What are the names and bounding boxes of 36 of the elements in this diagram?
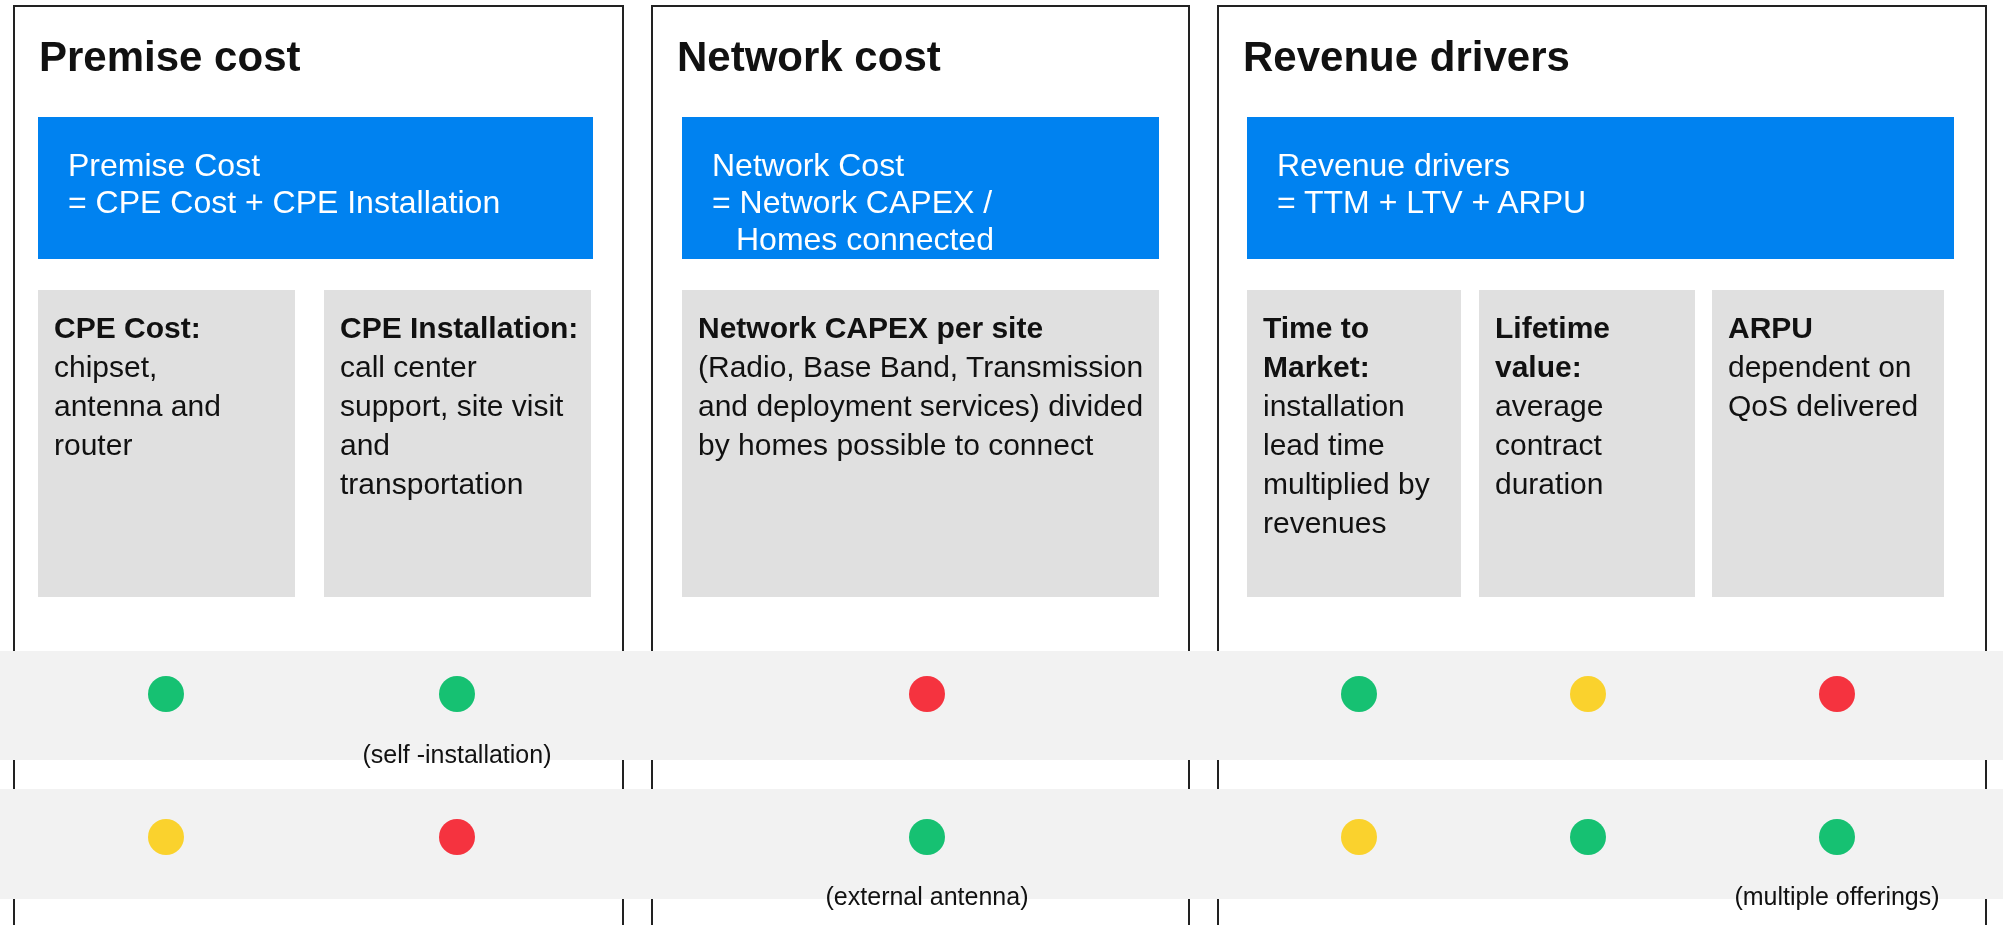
formula-text: = TTM + LTV + ARPU — [1277, 183, 1588, 221]
panel-title: Revenue drivers — [1243, 33, 1570, 81]
description-text: average contract duration — [1495, 388, 1605, 502]
description-box — [1247, 290, 1461, 597]
description-box — [682, 290, 1159, 597]
formula-box — [38, 117, 593, 259]
description-box — [1479, 290, 1695, 597]
description-text: call center support, site visit and transportation — [340, 349, 565, 502]
dot-caption: (multiple offerings) — [1734, 882, 1940, 911]
description-heading: ARPU — [1728, 310, 1814, 346]
description-heading: CPE Installation: — [340, 310, 580, 346]
description-text: chipset, antenna and router — [54, 349, 222, 463]
formula-heading: Premise Cost — [68, 147, 262, 184]
category-panel — [1217, 5, 1987, 925]
category-panel — [13, 5, 624, 925]
description-heading: Network CAPEX per site — [698, 310, 1045, 346]
description-text: (Radio, Base Band, Transmission and deployment services) divided by homes possible to connect — [698, 349, 1145, 463]
description-heading: Time to Market: — [1263, 310, 1371, 385]
description-box — [324, 290, 591, 597]
formula-box — [1247, 117, 1954, 259]
formula-text: = Network CAPEX / Homes connected — [712, 183, 995, 258]
description-text: installation lead time multiplied by revenues — [1263, 388, 1431, 541]
dot-caption: (external antenna) — [825, 882, 1029, 911]
panel-title: Network cost — [677, 33, 941, 81]
panel-title: Premise cost — [39, 33, 301, 81]
description-heading: Lifetime value: — [1495, 310, 1612, 385]
description-box — [38, 290, 295, 597]
description-heading: CPE Cost: — [54, 310, 202, 346]
description-box — [1712, 290, 1944, 597]
formula-heading: Network Cost — [712, 147, 906, 184]
formula-box — [682, 117, 1159, 259]
formula-heading: Revenue drivers — [1277, 147, 1511, 184]
dot-caption: (self -installation) — [362, 740, 552, 769]
description-text: dependent on QoS delivered — [1728, 349, 1920, 424]
formula-text: = CPE Cost + CPE Installation — [68, 183, 502, 221]
category-panel — [651, 5, 1190, 925]
